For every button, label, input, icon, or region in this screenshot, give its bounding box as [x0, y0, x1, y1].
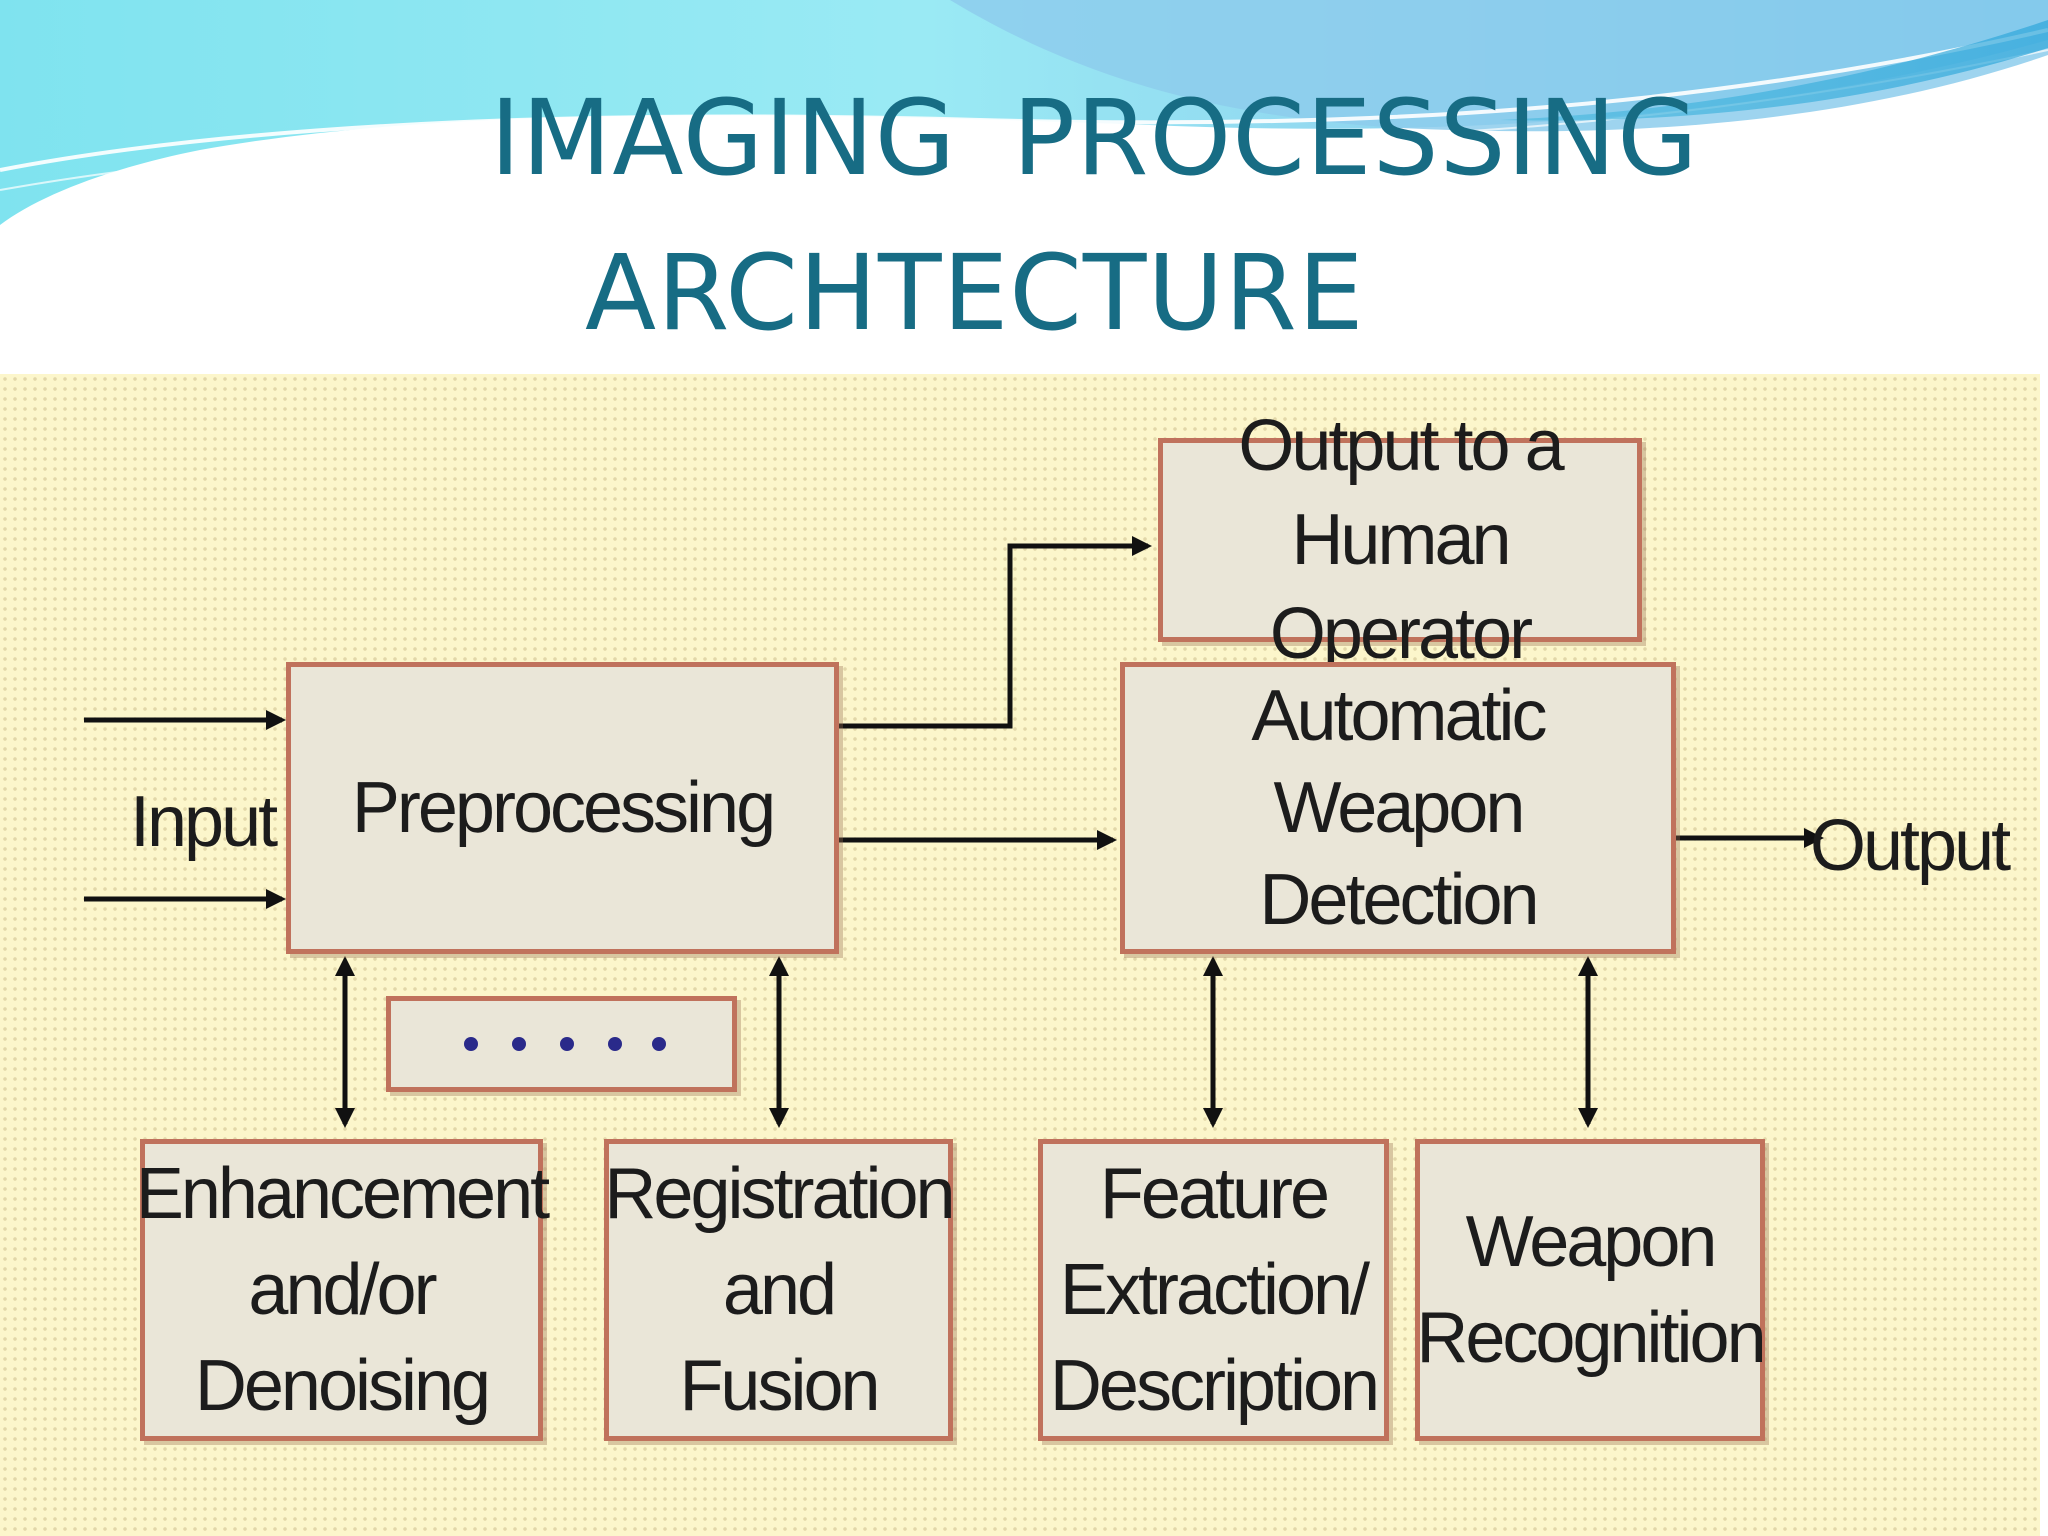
weapon-detection-block: Automatic Weapon Detection [1120, 662, 1676, 954]
preprocessing-block: Preprocessing [286, 662, 839, 954]
registration-block: Registration and Fusion [604, 1139, 956, 1441]
ellipsis-block [386, 996, 737, 1092]
human-operator-label: Output to a Human Operator [1238, 406, 1564, 674]
diagram-connectors [84, 536, 1824, 1128]
enhancement-label: Enhancement and/or Denoising [135, 1154, 550, 1426]
preprocessing-label: Preprocessing [351, 768, 776, 848]
weapon-recognition-block: Weapon Recognition [1415, 1139, 1767, 1441]
slide-title-line-2: ARCHTECTURE [585, 232, 1365, 354]
weapon-recognition-label: Weapon Recognition [1416, 1202, 1766, 1378]
feature-extraction-label: Feature Extraction/ Description [1049, 1154, 1380, 1426]
architecture-diagram: Input Output Preprocessing Output to a H… [0, 374, 2040, 1536]
registration-label: Registration and Fusion [604, 1154, 955, 1426]
arrow-to-human-operator [838, 536, 1152, 729]
header-swoosh-decoration [0, 0, 2048, 225]
ellipsis-dots-icon [464, 1037, 666, 1051]
enhancement-block: Enhancement and/or Denoising [136, 1139, 550, 1441]
weapon-detection-label: Automatic Weapon Detection [1251, 676, 1547, 940]
slide-title-line-1: IMAGING PROCESSING [490, 77, 1699, 199]
human-operator-block: Output to a Human Operator [1158, 406, 1642, 674]
feature-extraction-block: Feature Extraction/ Description [1038, 1139, 1389, 1441]
output-label: Output [1810, 806, 2011, 886]
input-label: Input [130, 782, 278, 862]
